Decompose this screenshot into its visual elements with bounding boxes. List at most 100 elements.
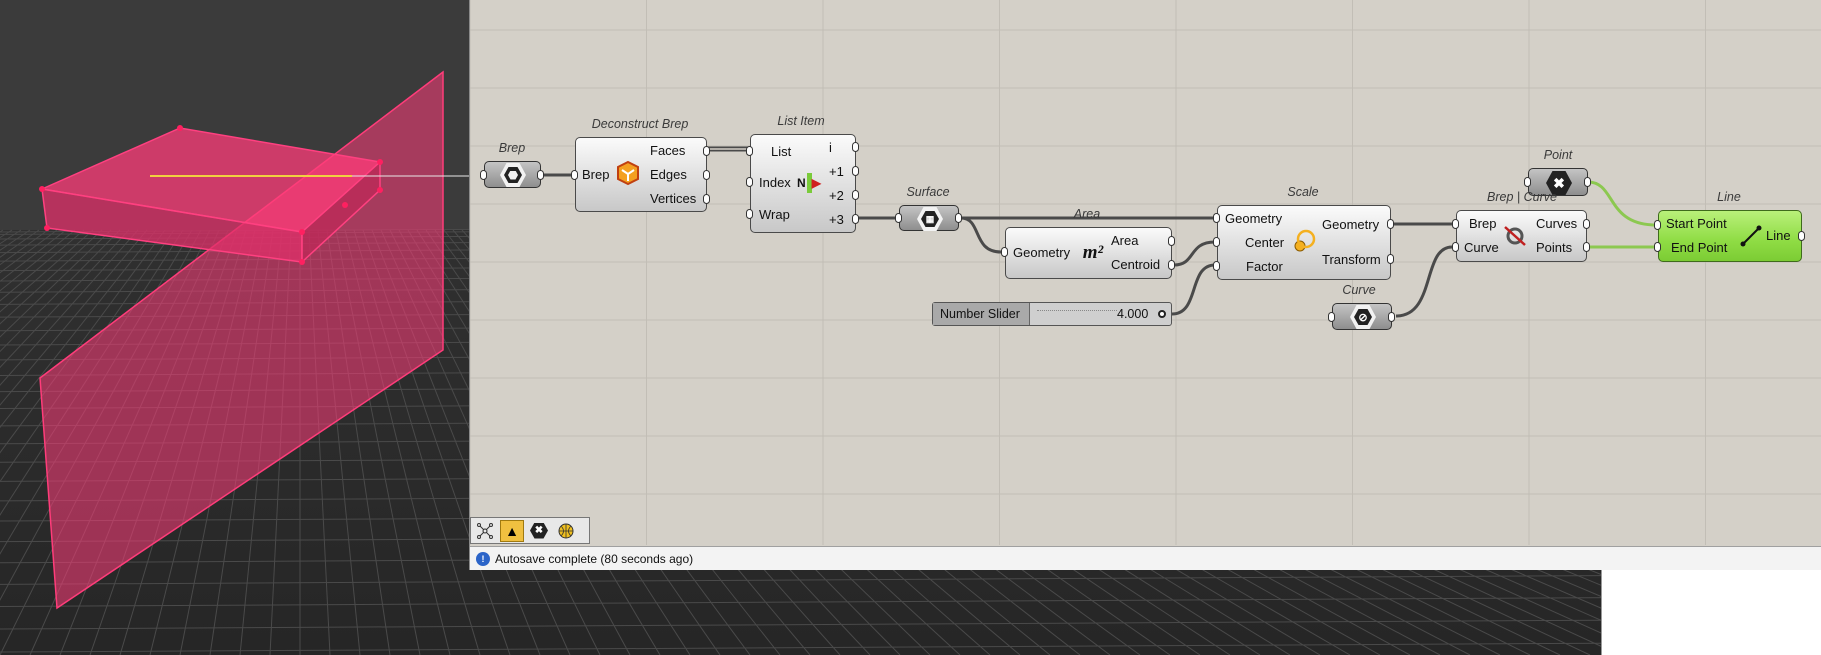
- point-param-grip-in[interactable]: [1524, 177, 1531, 187]
- brep-curve-input-curve[interactable]: Curve: [1464, 240, 1499, 255]
- curve-param[interactable]: ⊘: [1332, 303, 1392, 330]
- line-grip-out[interactable]: [1798, 231, 1805, 241]
- line-grip-end[interactable]: [1654, 242, 1661, 252]
- curve-param-grip-in[interactable]: [1328, 312, 1335, 322]
- curve-param-grip-out[interactable]: [1388, 312, 1395, 322]
- list-item-grip-list[interactable]: [746, 146, 753, 156]
- brep-curve-grip-curves[interactable]: [1583, 219, 1590, 229]
- wire-display-icon[interactable]: [473, 520, 497, 542]
- line-title: Line: [1717, 190, 1741, 204]
- deconstruct-brep-grip-vertices[interactable]: [703, 194, 710, 204]
- list-item-grip-index[interactable]: [746, 177, 753, 187]
- list-item-output-plus2[interactable]: +2: [829, 188, 844, 203]
- scale-output-geometry[interactable]: Geometry: [1322, 217, 1380, 232]
- surface-param-grip-out[interactable]: [955, 213, 962, 223]
- list-item-output-i[interactable]: i: [829, 140, 832, 155]
- deconstruct-brep-output-edges[interactable]: Edges: [650, 167, 687, 182]
- line-output-line[interactable]: Line: [1766, 228, 1791, 243]
- number-slider-track[interactable]: [1037, 310, 1117, 317]
- line-input-end-point[interactable]: End Point: [1671, 240, 1728, 255]
- list-item-output-plus3[interactable]: +3: [829, 212, 844, 227]
- deconstruct-brep-grip-faces[interactable]: [703, 146, 710, 156]
- grasshopper-canvas[interactable]: Brep Deconstruct Brep Brep Faces Edges V…: [470, 0, 1821, 545]
- scale-output-transform[interactable]: Transform: [1322, 252, 1381, 267]
- point-param-title: Point: [1543, 148, 1573, 162]
- curve-param-title: Curve: [1342, 283, 1376, 297]
- grasshopper-window[interactable]: Brep Deconstruct Brep Brep Faces Edges V…: [469, 0, 1821, 570]
- list-item-input-wrap[interactable]: Wrap: [759, 207, 790, 222]
- scale-grip-center[interactable]: [1213, 237, 1220, 247]
- line-input-start-point[interactable]: Start Point: [1666, 216, 1727, 231]
- brep-curve-input-brep[interactable]: Brep: [1469, 216, 1497, 231]
- brep-param[interactable]: [484, 161, 541, 188]
- brep-curve-output-curves[interactable]: Curves: [1536, 216, 1578, 231]
- wire-point-to-start: [1587, 180, 1657, 227]
- deconstruct-brep-input-brep[interactable]: Brep: [582, 167, 610, 182]
- scale-icon: [1292, 228, 1316, 254]
- area-component[interactable]: Geometry m² Area Centroid: [1005, 227, 1172, 279]
- status-text: Autosave complete (80 seconds ago): [495, 552, 694, 566]
- side-panel: [1601, 570, 1821, 655]
- list-item-grip-plus2[interactable]: [852, 190, 859, 200]
- scale-grip-geometry[interactable]: [1213, 213, 1220, 223]
- wires: [539, 146, 1657, 318]
- area-input-geometry[interactable]: Geometry: [1013, 245, 1071, 260]
- brep-curve-grip-brep[interactable]: [1452, 219, 1459, 229]
- point-param-icon: ✖: [1546, 171, 1572, 195]
- surface-param-grip-in[interactable]: [895, 213, 902, 223]
- list-item-title: List Item: [777, 114, 825, 128]
- point-param-grip-out[interactable]: [1584, 177, 1591, 187]
- scale-grip-factor[interactable]: [1213, 261, 1220, 271]
- list-item-grip-i[interactable]: [852, 142, 859, 152]
- area-output-area[interactable]: Area: [1111, 233, 1139, 248]
- area-title: Area: [1073, 207, 1101, 221]
- mesh-sphere-icon[interactable]: [554, 520, 578, 542]
- deconstruct-brep-grip-edges[interactable]: [703, 170, 710, 180]
- brep-param-input-grip[interactable]: [480, 170, 487, 180]
- area-grip-centroid[interactable]: [1168, 260, 1175, 270]
- scale-grip-out-transform[interactable]: [1387, 254, 1394, 264]
- area-output-centroid[interactable]: Centroid: [1111, 257, 1161, 272]
- scale-grip-out-geometry[interactable]: [1387, 219, 1394, 229]
- brep-preview-box[interactable]: [39, 125, 469, 265]
- surface-param-title: Surface: [906, 185, 950, 199]
- brep-param-output-grip[interactable]: [537, 170, 544, 180]
- list-item-grip-plus1[interactable]: [852, 166, 859, 176]
- curve-param-icon: ⊘: [1350, 305, 1376, 329]
- list-item-component[interactable]: List Index Wrap N ▶ i +1 +2 +3: [750, 134, 856, 233]
- number-slider-handle[interactable]: [1158, 310, 1166, 318]
- surface-param[interactable]: ▦: [899, 205, 959, 231]
- deconstruct-brep-grip-in[interactable]: [571, 170, 578, 180]
- brep-curve-output-points[interactable]: Points: [1536, 240, 1573, 255]
- deconstruct-brep-output-faces[interactable]: Faces: [650, 143, 686, 158]
- point-param[interactable]: ✖: [1528, 168, 1588, 196]
- scale-input-factor[interactable]: Factor: [1246, 259, 1283, 274]
- deconstruct-brep-output-vertices[interactable]: Vertices: [650, 191, 697, 206]
- list-item-grip-wrap[interactable]: [746, 209, 753, 219]
- preview-shaded-icon[interactable]: ▲: [500, 519, 524, 542]
- area-grip-geometry[interactable]: [1001, 247, 1008, 257]
- list-item-output-plus1[interactable]: +1: [829, 164, 844, 179]
- wire-curve-to-curve: [1395, 245, 1453, 318]
- number-slider-value[interactable]: 4.000: [1117, 307, 1149, 321]
- scale-input-geometry[interactable]: Geometry: [1225, 211, 1283, 226]
- deconstruct-brep-component[interactable]: Brep Faces Edges Vertices: [575, 137, 707, 212]
- line-icon: [1739, 223, 1763, 249]
- brep-curve-grip-curve[interactable]: [1452, 242, 1459, 252]
- area-grip-area[interactable]: [1168, 236, 1175, 246]
- wire-centroid-to-center: [1173, 240, 1216, 267]
- scale-input-center[interactable]: Center: [1245, 235, 1285, 250]
- scale-component[interactable]: Geometry Center Factor Geometry Transfor…: [1217, 205, 1391, 280]
- surface-param-icon: ▦: [917, 207, 943, 231]
- point-hex-icon[interactable]: ✖: [527, 520, 551, 542]
- number-slider[interactable]: Number Slider 4.000: [932, 302, 1172, 326]
- line-grip-start[interactable]: [1654, 220, 1661, 230]
- line-component[interactable]: Start Point End Point Line: [1658, 210, 1802, 262]
- list-item-grip-plus3[interactable]: [852, 214, 859, 224]
- brep-curve-grip-points[interactable]: [1583, 242, 1590, 252]
- info-icon: !: [476, 552, 490, 566]
- brep-curve-component[interactable]: Brep Curve Curves Points: [1456, 210, 1587, 262]
- list-item-input-list[interactable]: List: [771, 144, 792, 159]
- scale-title: Scale: [1287, 185, 1319, 199]
- list-item-input-index[interactable]: Index: [759, 175, 791, 190]
